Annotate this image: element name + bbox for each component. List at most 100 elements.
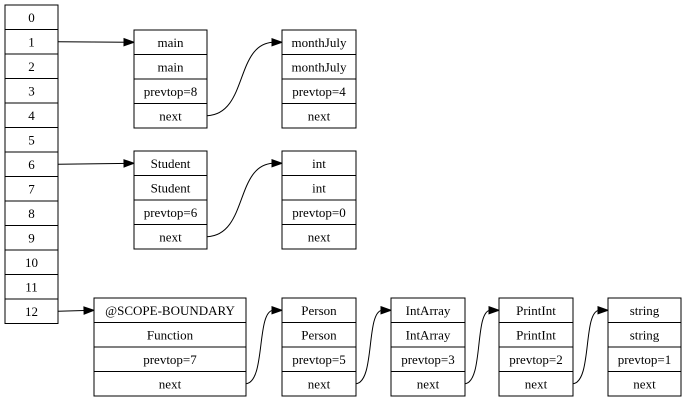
record-field-box bbox=[133, 103, 208, 129]
record-field-label: int bbox=[312, 156, 326, 171]
next-pointer-arrowhead bbox=[597, 305, 610, 315]
record-field-label: Student bbox=[151, 156, 191, 171]
stack-slot-label: 5 bbox=[28, 132, 35, 147]
record-field-box bbox=[281, 322, 357, 348]
stack-slot: 10 bbox=[4, 249, 59, 275]
stack-slot-label: 1 bbox=[28, 34, 35, 49]
record-field-box bbox=[607, 346, 682, 372]
stack-pointer-edge bbox=[57, 162, 134, 165]
stack-slot-box bbox=[4, 298, 59, 324]
record-field-label: @SCOPE-BOUNDARY bbox=[105, 303, 235, 318]
record-field-box bbox=[390, 297, 466, 323]
record-field-label: prevtop=8 bbox=[144, 84, 198, 99]
record-field-label: prevtop=4 bbox=[292, 84, 346, 99]
record-field-label: prevtop=1 bbox=[618, 352, 672, 367]
stack-slot-box bbox=[4, 4, 59, 30]
next-pointer-arrowhead bbox=[488, 305, 501, 315]
stack-slot: 11 bbox=[4, 274, 59, 300]
stack-slot-label: 9 bbox=[28, 230, 35, 245]
stack-slot-box bbox=[4, 78, 59, 104]
record-field-box bbox=[93, 297, 247, 323]
stack-slot-box bbox=[4, 274, 59, 300]
stack-slot-box bbox=[4, 225, 59, 251]
record-field-label: main bbox=[158, 59, 184, 74]
record-field-label: IntArray bbox=[406, 303, 451, 318]
record-field-box bbox=[498, 346, 574, 372]
record-field-label: next bbox=[308, 229, 331, 244]
stack-slot-label: 8 bbox=[28, 206, 35, 221]
record-nodes: mainmainprevtop=8nextmonthJulymonthJulyp… bbox=[93, 29, 682, 397]
stack-slot: 4 bbox=[4, 102, 59, 128]
record-field-box bbox=[607, 371, 682, 397]
record-field-label: Person bbox=[301, 327, 337, 342]
record-field-label: prevtop=6 bbox=[144, 205, 198, 220]
record-field-box bbox=[498, 371, 574, 397]
record-field-label: string bbox=[630, 327, 660, 342]
stack-pointer-arrowhead bbox=[123, 37, 136, 47]
next-pointer-edge bbox=[355, 309, 383, 385]
record-field-label: next bbox=[308, 108, 331, 123]
stack-slot-box bbox=[4, 127, 59, 153]
record-field-label: next bbox=[525, 376, 548, 391]
record-field-label: Student bbox=[151, 180, 191, 195]
record-field-box bbox=[281, 175, 357, 201]
record-field-label: IntArray bbox=[406, 327, 451, 342]
stack-slot: 5 bbox=[4, 127, 59, 153]
stack-slot-box bbox=[4, 176, 59, 202]
stack-slot: 7 bbox=[4, 176, 59, 202]
record-field-label: monthJuly bbox=[292, 59, 347, 74]
next-pointer-arrowhead bbox=[271, 305, 284, 315]
record-field-box bbox=[281, 346, 357, 372]
record-field-label: Person bbox=[301, 303, 337, 318]
record-field-box bbox=[133, 150, 208, 176]
next-pointer-arrowhead bbox=[271, 158, 284, 168]
record-field-label: PrintInt bbox=[516, 327, 556, 342]
stack-slot: 3 bbox=[4, 78, 59, 104]
record-field-box bbox=[281, 78, 357, 104]
stack-pointer-arrowhead bbox=[123, 159, 136, 168]
stack-slot: 2 bbox=[4, 53, 59, 79]
record-field-label: prevtop=2 bbox=[509, 352, 563, 367]
stack-slot: 8 bbox=[4, 200, 59, 226]
record-field-box bbox=[93, 371, 247, 397]
record-field-box bbox=[390, 371, 466, 397]
next-pointer-edge bbox=[464, 309, 491, 385]
record-field-label: next bbox=[159, 376, 182, 391]
stack-slot-label: 7 bbox=[28, 181, 35, 196]
stack-slot-box bbox=[4, 249, 59, 275]
stack-slot: 9 bbox=[4, 225, 59, 251]
record-field-box bbox=[281, 29, 357, 55]
record-node-monthJuly: monthJuly monthJuly prevtop=4 next bbox=[281, 29, 357, 129]
record-field-label: string bbox=[630, 303, 660, 318]
record-field-box bbox=[281, 371, 357, 397]
stack-slot: 0 bbox=[4, 4, 59, 30]
record-field-label: prevtop=5 bbox=[292, 352, 346, 367]
record-field-label: prevtop=0 bbox=[292, 205, 346, 220]
stack-slot-label: 3 bbox=[28, 83, 35, 98]
record-field-box bbox=[390, 346, 466, 372]
stack-slot: 6 bbox=[4, 151, 59, 177]
stack-slot: 12 bbox=[4, 298, 59, 324]
stack-pointer-edge bbox=[57, 41, 134, 43]
next-pointer-edge bbox=[206, 162, 274, 238]
record-field-box bbox=[607, 322, 682, 348]
record-field-label: PrintInt bbox=[516, 303, 556, 318]
next-pointer-edge bbox=[572, 309, 600, 385]
stack-slot-label: 11 bbox=[25, 279, 38, 294]
record-field-box bbox=[281, 54, 357, 80]
record-field-label: monthJuly bbox=[292, 35, 347, 50]
record-field-box bbox=[93, 346, 247, 372]
stack-slot: 1 bbox=[4, 29, 59, 55]
stack-slot-label: 6 bbox=[28, 157, 35, 172]
record-field-label: Function bbox=[147, 327, 194, 342]
record-field-box bbox=[133, 175, 208, 201]
